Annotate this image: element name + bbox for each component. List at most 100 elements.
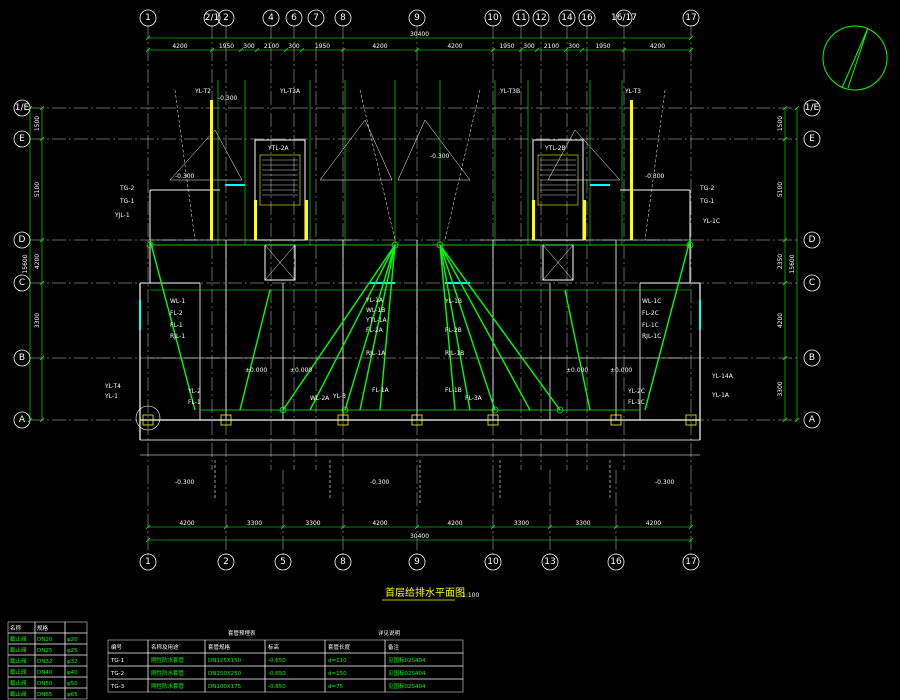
axis-bubble-bottom: [682, 553, 700, 571]
column: [487, 414, 499, 426]
roof-wedge: [169, 129, 243, 181]
dim-value: 30400: [410, 533, 429, 540]
axis-label-left: D: [19, 235, 26, 245]
axis-label-left: 1/E: [15, 103, 30, 113]
dim-value: 15600: [789, 254, 796, 273]
dim-value: 4200: [447, 520, 462, 527]
dim-tick: [794, 105, 800, 111]
pipe-label-right: WL-1C: [642, 298, 661, 305]
legend-cell: [64, 687, 88, 700]
pipe: [644, 239, 691, 411]
dim-tick: [518, 47, 524, 53]
table-cell-text: -0.650: [268, 684, 286, 690]
dim-value: 2350: [777, 254, 784, 269]
legend-cell-text: 名称: [10, 624, 22, 632]
dim-tick: [209, 47, 215, 53]
wall-hatch: [583, 200, 586, 240]
dim-tick: [782, 280, 788, 286]
table-note: 详见说明: [378, 629, 401, 637]
axis-label-bottom: 1: [145, 557, 151, 567]
dim-tick: [782, 237, 788, 243]
axis-bubble-left: [13, 274, 31, 292]
dim-value: 3300: [305, 520, 320, 527]
drawing-title: 首层给排水平面图: [385, 586, 465, 599]
level-mark: -0.300: [218, 95, 238, 102]
valve: [146, 241, 154, 249]
dim-value: 3300: [247, 520, 262, 527]
dim-value: 30400: [410, 31, 429, 38]
axis-bubble-left: [13, 99, 31, 117]
axis-bubble-right: [803, 99, 821, 117]
axis-bubble-bottom: [274, 553, 292, 571]
pipe-label-center: YL-1A: [365, 297, 384, 304]
pipe-label-left: YL-2: [187, 388, 201, 395]
axis-label-top: 12: [535, 13, 546, 23]
roof-wedge: [397, 119, 471, 181]
table-cell-text: 名称及用途: [151, 643, 179, 651]
axis-bubble-right: [803, 231, 821, 249]
dim-tick: [782, 105, 788, 111]
table-cell-text: -0.650: [268, 671, 286, 677]
table-cell-text: -0.650: [268, 658, 286, 664]
slope-line: [644, 89, 666, 241]
dim-value: 3300: [34, 313, 41, 328]
legend-cell-text: 截止阀: [10, 646, 27, 654]
axis-bubble-top: [203, 9, 221, 27]
pipe-label-left: TG-2: [119, 185, 134, 192]
axis-bubble-left: [13, 411, 31, 429]
axis-bubble-top: [408, 9, 426, 27]
valve: [491, 406, 499, 414]
dim-value: 4200: [372, 43, 387, 50]
dim-tick: [547, 524, 553, 530]
axis-label-bottom: 16: [610, 557, 622, 567]
axis-label-right: B: [809, 353, 815, 363]
dim-value: 5100: [34, 182, 41, 197]
valve: [341, 406, 349, 414]
legend-cell-text: φ25: [67, 648, 78, 654]
dim-tick: [39, 237, 45, 243]
axis-label-top: 11: [515, 13, 526, 23]
corner-feature: [135, 405, 161, 431]
slope-line: [444, 89, 481, 241]
dim-value: 300: [568, 43, 580, 50]
axis-bubble-top: [532, 9, 550, 27]
table-cell-text: 见国标02S404: [388, 656, 426, 664]
axis-bubble-top: [615, 9, 633, 27]
wall-hatch: [532, 200, 535, 240]
legend-cell-text: φ65: [67, 692, 78, 698]
dim-value: 4200: [777, 313, 784, 328]
valve: [279, 406, 287, 414]
axis-label-bottom: 8: [340, 557, 346, 567]
dim-value: 3300: [514, 520, 529, 527]
axis-label-top: 2: [223, 13, 229, 23]
dim-value: 300: [523, 43, 535, 50]
pipe: [439, 244, 456, 411]
dim-value: 1950: [219, 43, 234, 50]
table-cell-text: DN150X250: [208, 671, 242, 677]
legend-cell-text: 截止阀: [10, 635, 27, 643]
valve: [556, 406, 564, 414]
legend-cell-text: φ40: [67, 670, 78, 676]
axis-label-left: C: [19, 278, 25, 288]
pipe-label-center: FL-2A: [366, 327, 384, 334]
pipe-label-right: FL-2C: [642, 310, 659, 317]
wall-hatch: [254, 200, 257, 240]
axis-bubble-left: [13, 231, 31, 249]
wall-rect: [259, 154, 301, 206]
table-cell-text: 见国标02S404: [388, 682, 426, 690]
pipe: [379, 244, 396, 411]
dim-tick: [621, 47, 627, 53]
axis-bubble-top: [307, 9, 325, 27]
table-cell-text: 见国标02S404: [388, 669, 426, 677]
stair-label: YTL-2A: [267, 145, 290, 152]
dim-tick: [299, 47, 305, 53]
column: [337, 414, 349, 426]
pipe: [439, 244, 496, 411]
legend-cell-text: DN20: [37, 637, 53, 643]
pipe-network: [146, 80, 694, 505]
column: [610, 414, 622, 426]
axis-bubble-right: [803, 274, 821, 292]
